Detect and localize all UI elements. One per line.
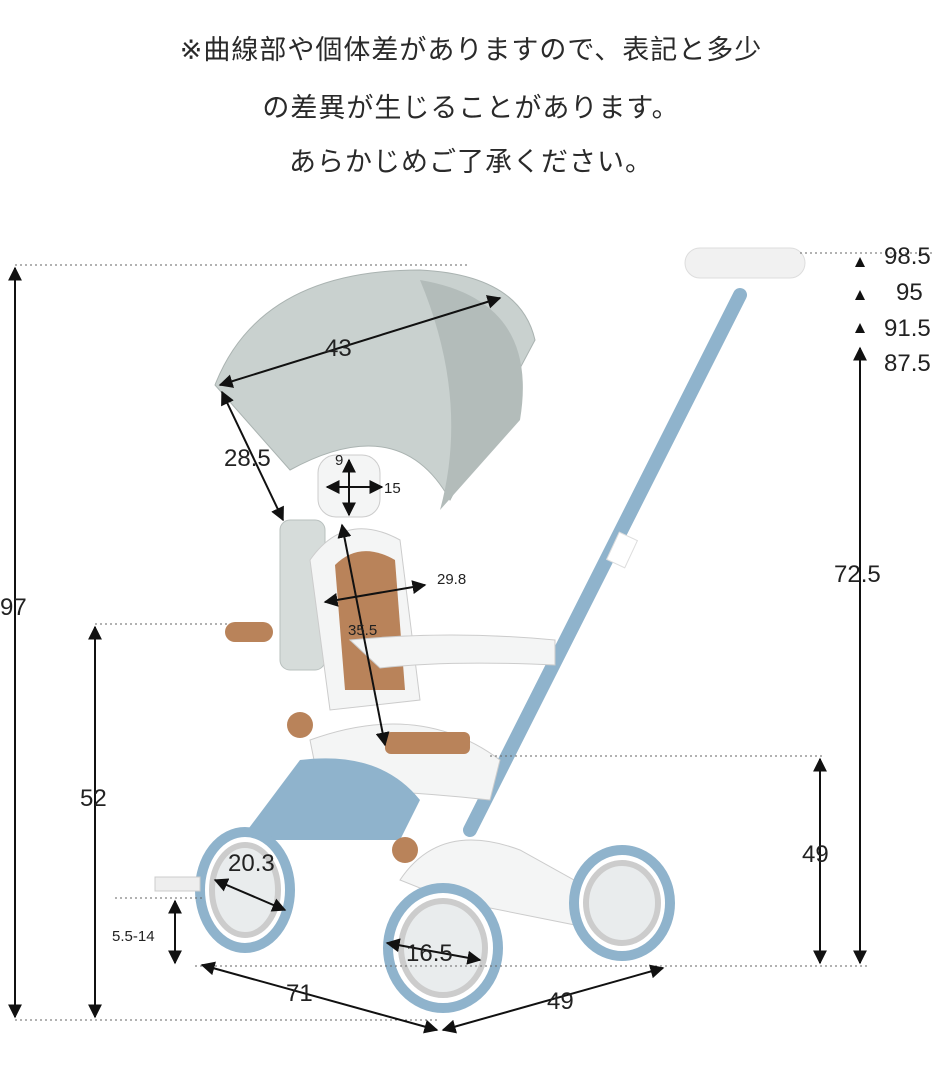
dim-headrest-width: 15 xyxy=(384,480,401,497)
bumper-bar xyxy=(348,634,556,669)
handle xyxy=(684,247,806,279)
dim-canopy-width: 43 xyxy=(325,335,352,362)
dim-headrest-height: 9 xyxy=(335,452,343,469)
dim-footrest-height: 5.5-14 xyxy=(112,928,155,945)
dim-canopy-depth: 28.5 xyxy=(224,445,271,472)
dim-rear-wheel: 16.5 xyxy=(406,940,453,967)
dim-backrest-height: 35.5 xyxy=(348,622,377,639)
dim-handle-91-5: 91.5 xyxy=(884,315,931,342)
dim-handle-95: 95 xyxy=(896,279,923,306)
dim-length: 71 xyxy=(286,980,313,1007)
dim-handle-98-5: 98.5 xyxy=(884,243,931,270)
notice-line-1: ※曲線部や個体差がありますので、表記と多少 xyxy=(179,35,763,66)
notice-line-2: の差異が生じることがあります。 xyxy=(262,93,680,124)
dim-rear-height: 49 xyxy=(802,841,829,868)
dim-width: 49 xyxy=(547,988,574,1015)
dim-push-bar-height: 72.5 xyxy=(834,561,881,588)
tricycle-illustration xyxy=(154,247,806,1013)
footrest xyxy=(154,876,201,892)
handlebar-grip xyxy=(225,622,273,642)
notice-line-3: あらかじめご了承ください。 xyxy=(289,147,653,178)
reference-lines xyxy=(15,252,935,1021)
push-bar xyxy=(463,288,747,837)
dim-front-wheel: 20.3 xyxy=(228,850,275,877)
frame xyxy=(240,758,420,840)
dim-handle-87-5: 87.5 xyxy=(884,350,931,377)
dim-total-height: 97 xyxy=(0,594,27,621)
dim-seat-height: 52 xyxy=(80,785,107,812)
dimension-arrows xyxy=(8,266,867,1034)
dim-seat-width: 29.8 xyxy=(437,571,466,588)
handle-step-arrows xyxy=(855,257,865,333)
